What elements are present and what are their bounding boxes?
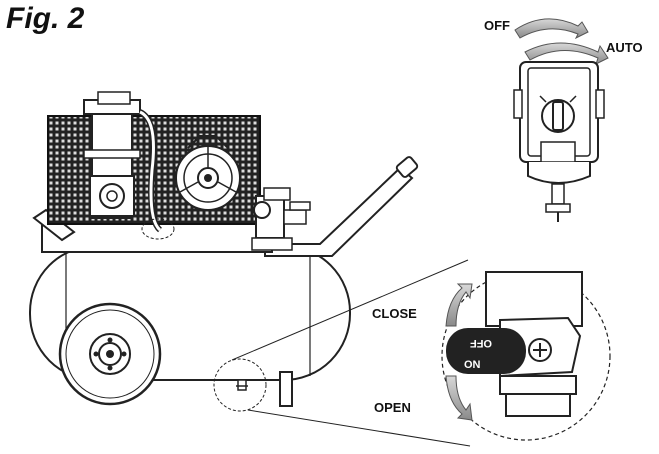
figure-title: Fig. 2 xyxy=(6,2,85,35)
close-label: CLOSE xyxy=(372,306,417,321)
valve-on-mark: ON xyxy=(464,359,481,371)
pressure-switch xyxy=(513,18,609,222)
open-label: OPEN xyxy=(374,400,411,415)
auto-label: AUTO xyxy=(606,40,643,55)
drain-valve xyxy=(237,379,247,391)
drain-valve-detail: OFF ON xyxy=(441,271,611,441)
close-arrow-icon xyxy=(445,283,473,327)
valve-off-mark: OFF xyxy=(470,337,492,349)
off-label: OFF xyxy=(484,18,510,33)
open-arrow-icon xyxy=(445,375,473,421)
off-arrow-icon xyxy=(514,18,589,40)
air-compressor xyxy=(29,91,419,407)
auto-arrow-icon xyxy=(524,42,609,65)
valve-lever xyxy=(446,328,526,374)
